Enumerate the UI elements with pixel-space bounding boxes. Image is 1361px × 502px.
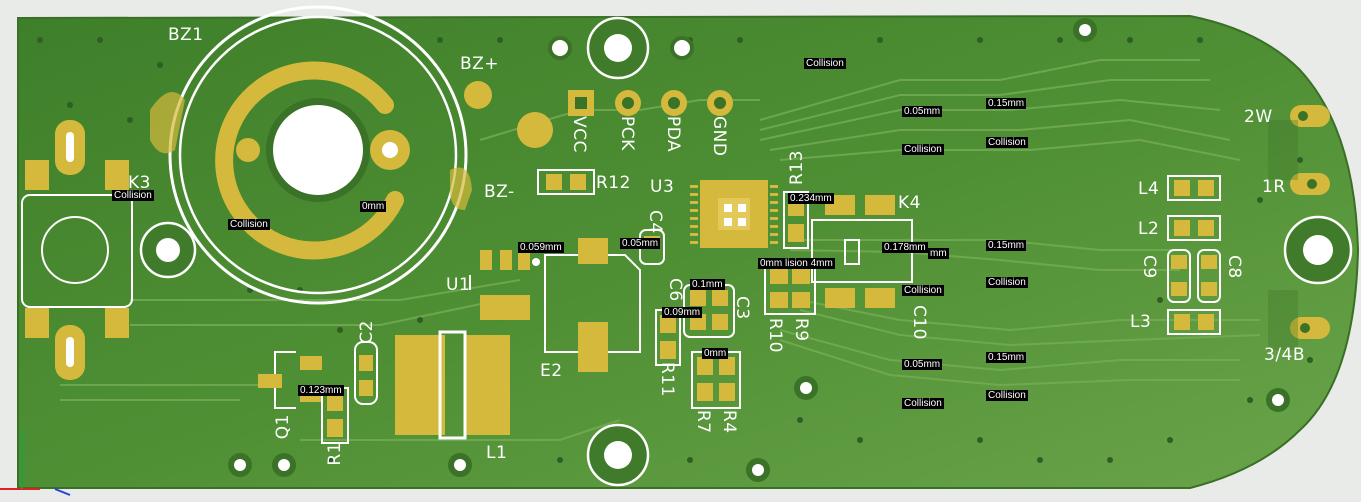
- label-c9: C9: [1139, 255, 1159, 279]
- via-field: [37, 37, 1313, 463]
- label-l3: L3: [1130, 312, 1152, 332]
- label-u1: U1: [446, 275, 471, 295]
- label-r12: R12: [596, 173, 631, 193]
- antenna-e2: [532, 238, 641, 372]
- label-1r: 1R: [1262, 177, 1286, 197]
- label-gnd: GND: [709, 116, 729, 157]
- drc-collision-2[interactable]: Collision: [902, 144, 944, 155]
- label-r11: R11: [657, 362, 677, 397]
- label-bz1: BZ1: [168, 25, 204, 45]
- buzzer-bz1: [150, 5, 472, 305]
- label-c2: C2: [357, 320, 377, 344]
- drc-clearance-12[interactable]: 0mm: [702, 348, 729, 359]
- resistor-r11: [655, 309, 681, 366]
- bottom-pads: [228, 18, 1290, 482]
- label-e2: E2: [540, 361, 563, 381]
- drc-clearance-15[interactable]: 0.123mm: [298, 385, 344, 396]
- drc-clearance-2[interactable]: 0.15mm: [986, 98, 1027, 109]
- drc-clearance-8[interactable]: 0.15mm: [986, 240, 1027, 251]
- header-pads: [464, 36, 733, 148]
- drc-clearance-7[interactable]: mm: [928, 248, 949, 259]
- label-pda: PDA: [663, 116, 683, 153]
- label-34b: 3/4B: [1264, 345, 1306, 365]
- drc-clearance-11[interactable]: 0.09mm: [662, 307, 703, 318]
- label-l2: L2: [1138, 219, 1160, 239]
- label-r10: R10: [765, 318, 785, 353]
- drc-clearance-4[interactable]: 0.059mm: [518, 242, 564, 253]
- label-c3: C3: [732, 296, 752, 320]
- drc-collision-3[interactable]: Collision: [986, 137, 1028, 148]
- origin-axes: [0, 430, 71, 496]
- switch-k3: [21, 120, 133, 380]
- label-l4: L4: [1138, 179, 1160, 199]
- regulator-u1: [469, 250, 530, 320]
- resistor-r12: [537, 169, 595, 195]
- label-c6: C6: [665, 278, 685, 302]
- drc-collision-6[interactable]: Collision: [986, 390, 1028, 401]
- label-k3: K3: [128, 173, 151, 193]
- drc-clearance-13[interactable]: 0.15mm: [986, 352, 1027, 363]
- output-pads: [1268, 105, 1330, 350]
- label-c4: C4: [645, 210, 665, 234]
- label-2w: 2W: [1244, 107, 1273, 127]
- chip-u3: [690, 180, 778, 248]
- label-bz-plus: BZ+: [460, 54, 500, 74]
- label-r13: R13: [787, 150, 807, 185]
- mounting-holes: [139, 16, 1353, 487]
- drc-collision-5[interactable]: Collision: [902, 285, 944, 296]
- label-c8: C8: [1224, 255, 1244, 279]
- drc-clearance-9[interactable]: 0mm lision 4mm: [758, 258, 835, 269]
- drc-collision-7[interactable]: Collision: [902, 398, 944, 409]
- label-l1: L1: [486, 443, 508, 463]
- drc-collision-bz[interactable]: Collision: [228, 219, 270, 230]
- drc-clearance-10[interactable]: 0.1mm: [690, 279, 725, 290]
- drc-clearance-3[interactable]: 0.234mm: [788, 193, 834, 204]
- switch-k4: [811, 195, 913, 308]
- drc-clearance-5[interactable]: 0.05mm: [620, 238, 661, 249]
- passives-right: [1167, 175, 1221, 335]
- drc-clearance-1[interactable]: 0.05mm: [902, 106, 943, 117]
- label-bz-minus: BZ-: [484, 182, 515, 202]
- label-pck: PCK: [617, 116, 637, 151]
- label-u3: U3: [650, 177, 675, 197]
- drc-clearance-14[interactable]: 0.05mm: [902, 359, 943, 370]
- drc-collision-1[interactable]: Collision: [804, 58, 846, 69]
- label-r1: R1: [325, 442, 345, 466]
- drc-collision-4[interactable]: Collision: [986, 277, 1028, 288]
- resistor-r7-r4: [691, 351, 741, 409]
- label-k4: K4: [898, 193, 921, 213]
- label-r9: R9: [791, 318, 811, 342]
- inductor-l1: [395, 330, 510, 440]
- drc-collision-k3[interactable]: Collision: [112, 190, 154, 201]
- drc-clearance-6[interactable]: 0.178mm: [882, 242, 928, 253]
- label-vcc: VCC: [569, 116, 589, 153]
- capacitor-c2: [354, 341, 378, 405]
- label-q1: Q1: [273, 414, 293, 440]
- label-c10: C10: [909, 305, 929, 341]
- trace-bundle: [60, 59, 1261, 441]
- drc-clearance-bz[interactable]: 0mm: [360, 201, 387, 212]
- label-r7: R7: [693, 410, 713, 434]
- label-r4: R4: [719, 410, 739, 434]
